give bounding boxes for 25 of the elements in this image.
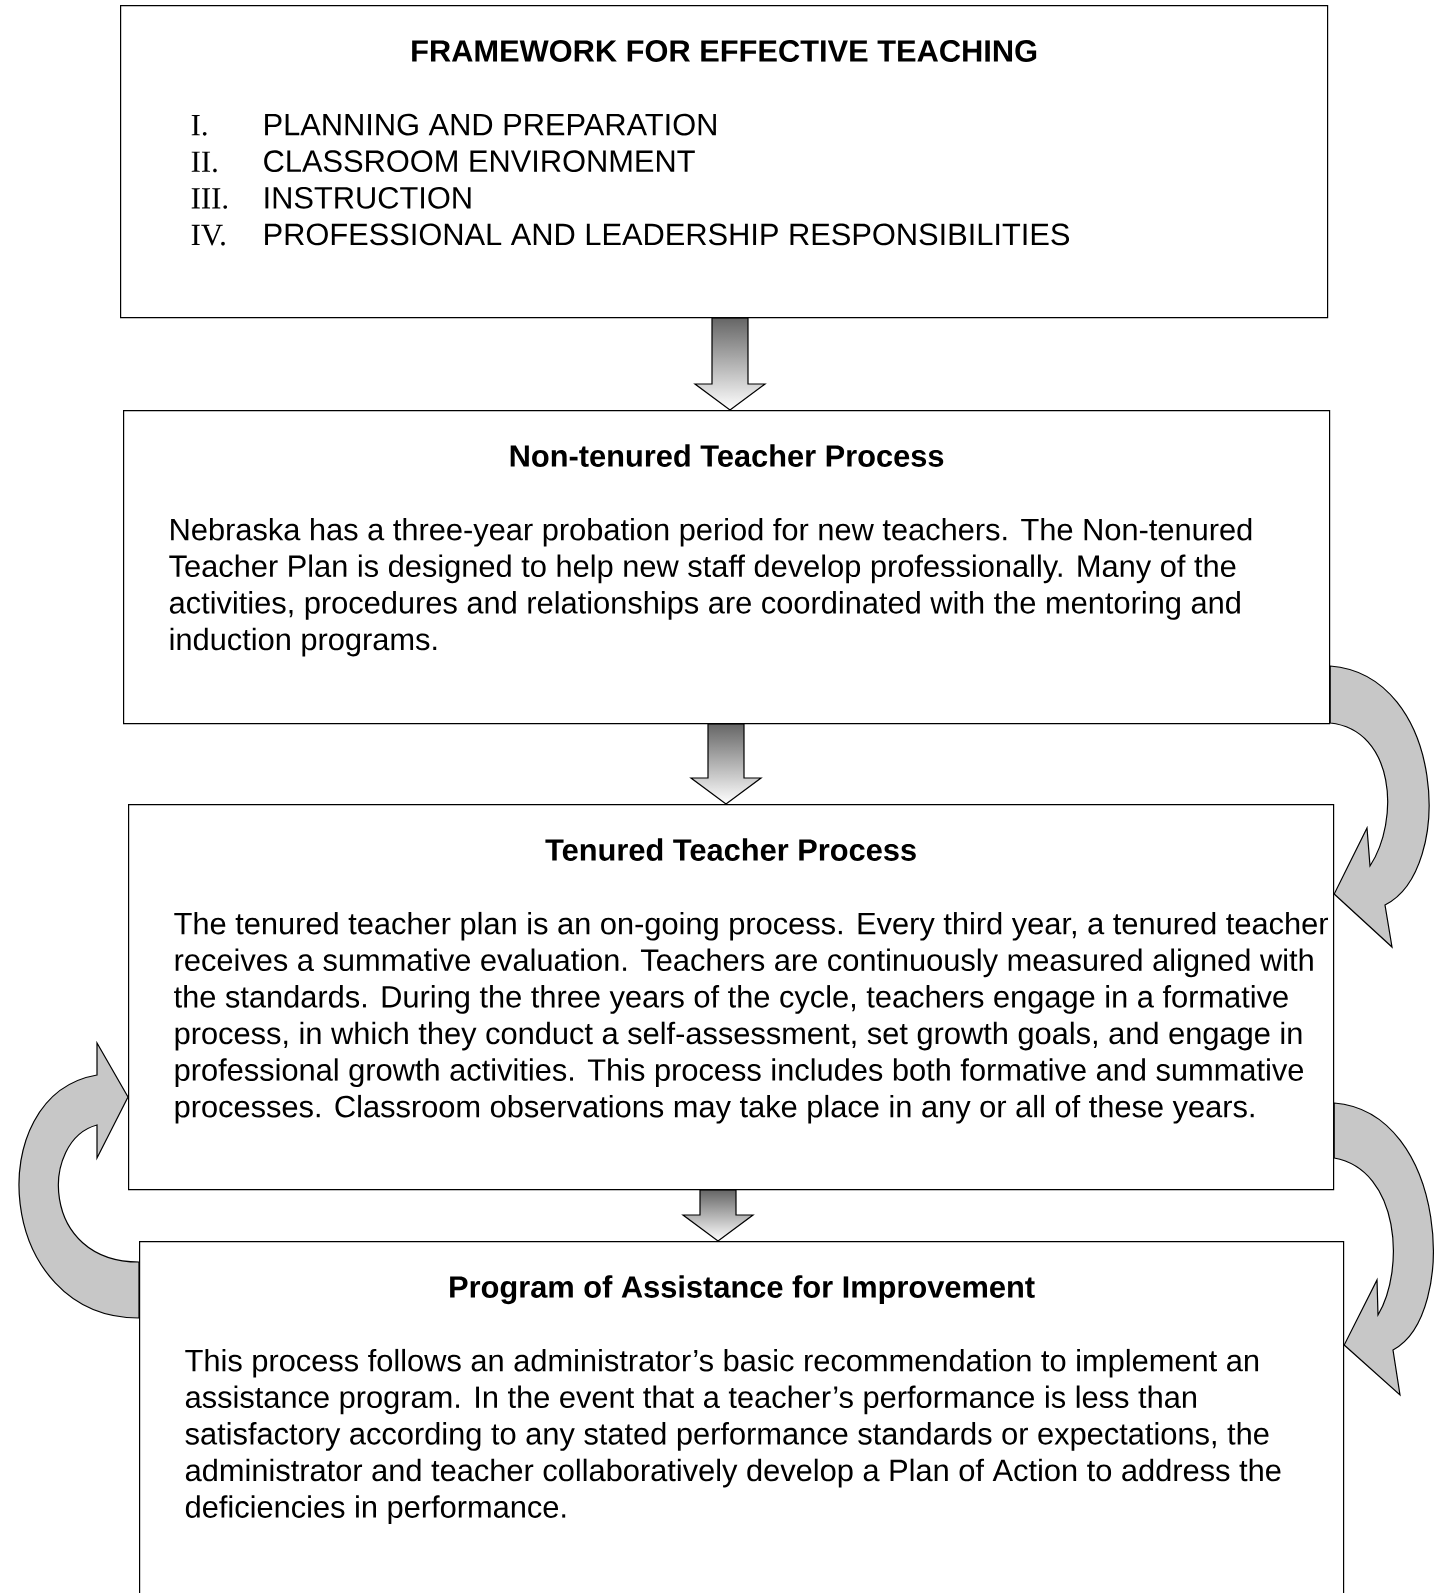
body-text: This process follows an administrator’s basic recommendation to implement an assistance program. In the event that a teacher’s performance is less than satisfactory according to any stated performance standards or expectations, the administrator and teacher collaboratively develop a Plan of Action to address the deficiencies in performance. — [185, 1348, 1281, 1524]
list-item: PLANNING AND PREPARATION — [265, 113, 716, 136]
process-box — [128, 804, 1335, 1191]
roman-numeral: I. — [191, 115, 207, 136]
process-box — [139, 1241, 1345, 1593]
curved-arrow — [1329, 665, 1430, 948]
roman-numeral: III. — [191, 188, 228, 209]
box-heading: Non-tenured Teacher Process — [510, 444, 944, 467]
curved-arrow — [18, 1042, 140, 1319]
list-item: CLASSROOM ENVIRONMENT — [264, 150, 695, 173]
body-text: The tenured teacher plan is an on-going process. Every third year, a tenured teacher receives a summative evaluation. Teachers are continuously measured aligned with the standards. During the three years of the cycle, teachers engage in a formative process, in which they conduct a self-assessment, set growth goals, and engage in professional growth activities. This process includes both formative and summative processes. Classroom observations may take place in any or all of these years. — [174, 911, 1328, 1124]
list-item: INSTRUCTION — [265, 186, 471, 209]
box-heading: Tenured Teacher Process — [545, 838, 916, 861]
process-box — [123, 410, 1331, 725]
block-arrow — [693, 317, 767, 411]
box-heading: Program of Assistance for Improvement — [450, 1275, 1035, 1305]
body-text: Nebraska has a three-year probation period for new teachers. The Non-tenured Teacher Plan is designed to help new staff develop professionally. Many of the activities, procedures and relationships are coordinated with the mentoring and induction programs. — [169, 517, 1252, 657]
roman-numeral: IV. — [191, 224, 225, 246]
process-box — [120, 5, 1329, 319]
roman-numeral: II. — [191, 151, 217, 173]
block-arrow — [681, 1189, 755, 1242]
curved-arrow — [1333, 1102, 1434, 1396]
box-heading: FRAMEWORK FOR EFFECTIVE TEACHING — [412, 40, 1037, 62]
list-item: PROFESSIONAL AND LEADERSHIP RESPONSIBILITIES — [265, 223, 1070, 246]
block-arrow — [689, 723, 763, 805]
